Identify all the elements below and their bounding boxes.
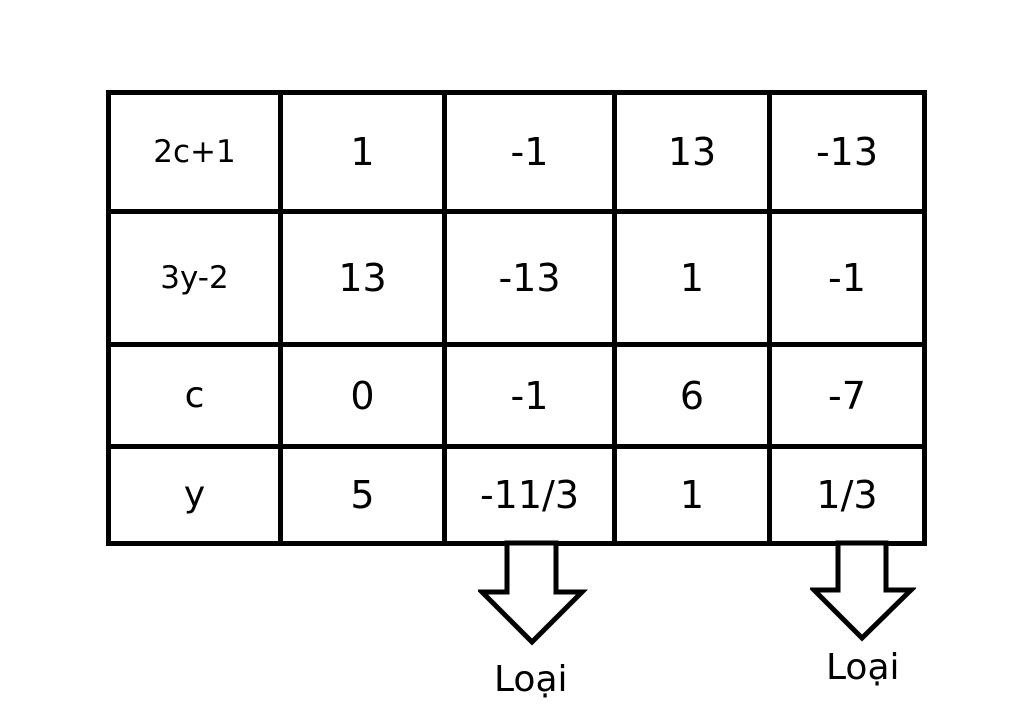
table-cell: 13 [278, 209, 447, 347]
table-cell: 1 [278, 90, 447, 214]
table-row: c 0 -1 6 -7 [106, 342, 927, 449]
row-label: 2c+1 [106, 90, 283, 214]
table-row: y 5 -11/3 1 1/3 [106, 444, 927, 546]
table-cell: 1 [612, 444, 772, 546]
table-cell: 1 [612, 209, 772, 347]
table-cell: -1 [442, 90, 617, 214]
table-cell: -11/3 [442, 444, 617, 546]
reject-label: Loại [826, 647, 900, 688]
table-cell: 1/3 [767, 444, 927, 546]
table-cell: -13 [442, 209, 617, 347]
reject-label: Loại [494, 659, 568, 700]
down-arrow-icon [478, 540, 588, 646]
table-cell: -7 [767, 342, 927, 449]
table-cell: 5 [278, 444, 447, 546]
value-table: 2c+1 1 -1 13 -13 3y-2 13 -13 1 -1 c 0 -1… [106, 90, 927, 546]
row-label: y [106, 444, 283, 546]
table-row: 2c+1 1 -1 13 -13 [106, 90, 927, 214]
table-row: 3y-2 13 -13 1 -1 [106, 209, 927, 347]
table-cell: 13 [612, 90, 772, 214]
table-cell: 6 [612, 342, 772, 449]
down-arrow-icon [810, 540, 916, 642]
table-cell: 0 [278, 342, 447, 449]
row-label: 3y-2 [106, 209, 283, 347]
row-label: c [106, 342, 283, 449]
table-cell: -13 [767, 90, 927, 214]
table-cell: -1 [442, 342, 617, 449]
table-cell: -1 [767, 209, 927, 347]
